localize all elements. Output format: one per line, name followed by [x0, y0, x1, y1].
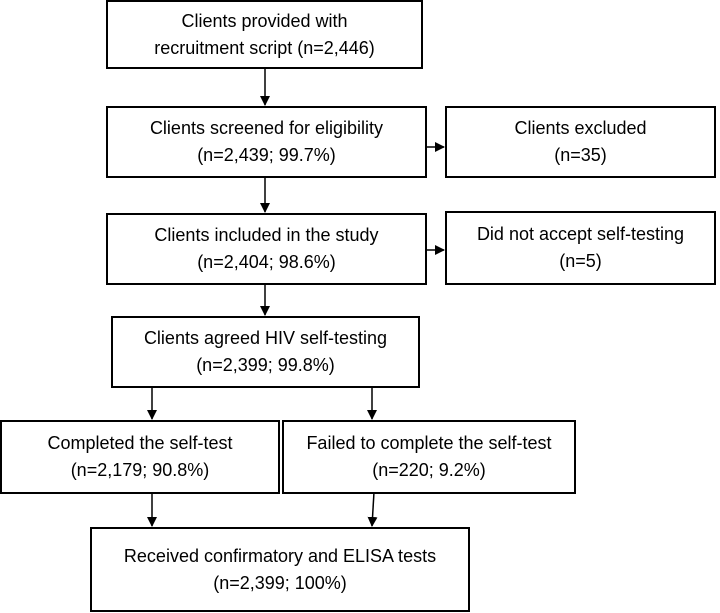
box-included-line2: (n=2,404; 98.6%)	[197, 252, 336, 272]
box-failed-self-test: Failed to complete the self-test (n=220;…	[282, 420, 576, 494]
arrow-failed-to-confirmatory	[367, 491, 378, 527]
box-agreed-line1: Clients agreed HIV self-testing	[143, 328, 388, 348]
box-failed-line2: (n=220; 9.2%)	[372, 460, 486, 480]
box-excluded-line2: (n=35)	[554, 145, 607, 165]
box-confirmatory-line2: (n=2,399; 100%)	[213, 572, 347, 593]
box-recruitment-line1: Clients provided with	[181, 10, 348, 31]
box-confirmatory-elisa: Received confirmatory and ELISA tests (n…	[90, 527, 470, 612]
box-screened-line2: (n=2,439; 99.7%)	[197, 145, 336, 165]
box-recruitment-script: Clients provided with recruitment script…	[106, 0, 423, 69]
box-completed-line1: Completed the self-test	[47, 433, 233, 453]
box-excluded-line1: Clients excluded	[514, 118, 647, 138]
box-screened-eligibility: Clients screened for eligibility (n=2,43…	[106, 106, 427, 178]
box-declined-line2: (n=5)	[559, 251, 602, 271]
box-included-line1: Clients included in the study	[154, 225, 379, 245]
box-completed-self-test: Completed the self-test (n=2,179; 90.8%)	[0, 420, 280, 494]
box-included-study: Clients included in the study (n=2,404; …	[106, 213, 427, 285]
box-declined-line1: Did not accept self-testing	[476, 224, 685, 244]
box-agreed-line2: (n=2,399; 99.8%)	[196, 355, 335, 375]
box-screened-line1: Clients screened for eligibility	[149, 118, 384, 138]
box-failed-line1: Failed to complete the self-test	[306, 433, 552, 453]
box-completed-line2: (n=2,179; 90.8%)	[70, 460, 210, 480]
box-declined-self-testing: Did not accept self-testing (n=5)	[445, 211, 716, 285]
box-clients-excluded: Clients excluded (n=35)	[445, 106, 716, 178]
box-agreed-self-testing: Clients agreed HIV self-testing (n=2,399…	[111, 316, 420, 388]
box-recruitment-line2: recruitment script (n=2,446)	[154, 37, 375, 58]
box-confirmatory-line1: Received confirmatory and ELISA tests	[123, 545, 437, 566]
